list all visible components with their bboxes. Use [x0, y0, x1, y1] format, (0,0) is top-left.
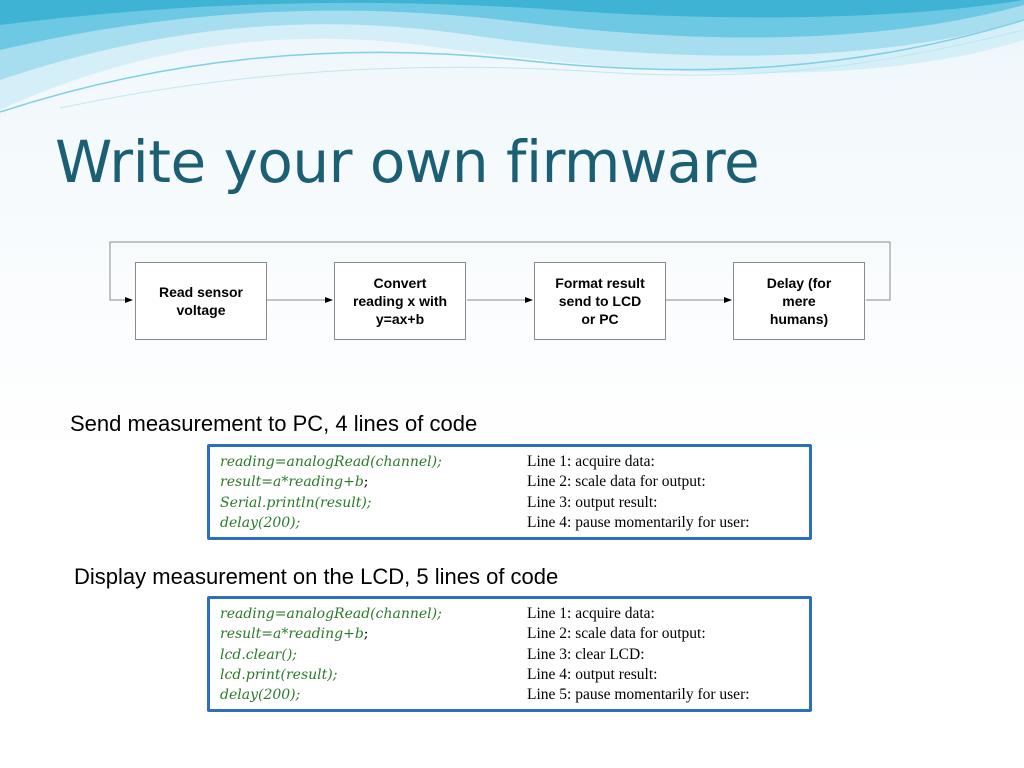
- code-row: Serial.println(result); Line 3: output r…: [220, 493, 809, 513]
- code-row: delay(200); Line 4: pause momentarily fo…: [220, 513, 809, 533]
- code-description: Line 3: output result:: [527, 493, 658, 511]
- flow-box-delay: Delay (for mere humans): [733, 262, 865, 340]
- pc-section-caption: Send measurement to PC, 4 lines of code: [70, 411, 478, 436]
- code-description: Line 2: scale data for output:: [527, 473, 706, 491]
- code-description: Line 4: output result:: [527, 666, 658, 684]
- code-line: result=a*reading+b;: [220, 626, 369, 643]
- flow-box-format: Format result send to LCD or PC: [534, 262, 666, 340]
- code-line: Serial.println(result);: [220, 494, 372, 511]
- code-row: lcd.print(result); Line 4: output result…: [220, 665, 809, 685]
- code-row: result=a*reading+b; Line 2: scale data f…: [220, 472, 809, 492]
- code-row: result=a*reading+b; Line 2: scale data f…: [220, 624, 809, 644]
- flow-box-read-sensor: Read sensor voltage: [135, 262, 267, 340]
- code-line: delay(200);: [220, 687, 301, 704]
- code-description: Line 3: clear LCD:: [527, 645, 645, 663]
- code-row: reading=analogRead(channel); Line 1: acq…: [220, 452, 809, 472]
- lcd-code-box: reading=analogRead(channel); Line 1: acq…: [207, 596, 812, 712]
- code-line: reading=analogRead(channel);: [220, 606, 442, 623]
- code-description: Line 1: acquire data:: [527, 453, 655, 471]
- code-description: Line 1: acquire data:: [527, 605, 655, 623]
- code-row: reading=analogRead(channel); Line 1: acq…: [220, 604, 809, 624]
- code-description: Line 5: pause momentarily for user:: [527, 686, 750, 704]
- lcd-section-caption: Display measurement on the LCD, 5 lines …: [74, 564, 559, 589]
- code-line: delay(200);: [220, 515, 301, 532]
- code-description: Line 4: pause momentarily for user:: [527, 514, 750, 532]
- code-line: result=a*reading+b;: [220, 474, 369, 491]
- code-description: Line 2: scale data for output:: [527, 625, 706, 643]
- code-line: reading=analogRead(channel);: [220, 454, 442, 471]
- code-line: lcd.print(result);: [220, 667, 338, 684]
- code-line: lcd.clear();: [220, 646, 298, 663]
- flow-box-convert: Convert reading x with y=ax+b: [334, 262, 466, 340]
- slide-title: Write your own firmware: [55, 128, 760, 196]
- code-row: delay(200); Line 5: pause momentarily fo…: [220, 685, 809, 705]
- header-wave-decoration: [0, 0, 1024, 113]
- code-row: lcd.clear(); Line 3: clear LCD:: [220, 645, 809, 665]
- pc-code-box: reading=analogRead(channel); Line 1: acq…: [207, 444, 812, 540]
